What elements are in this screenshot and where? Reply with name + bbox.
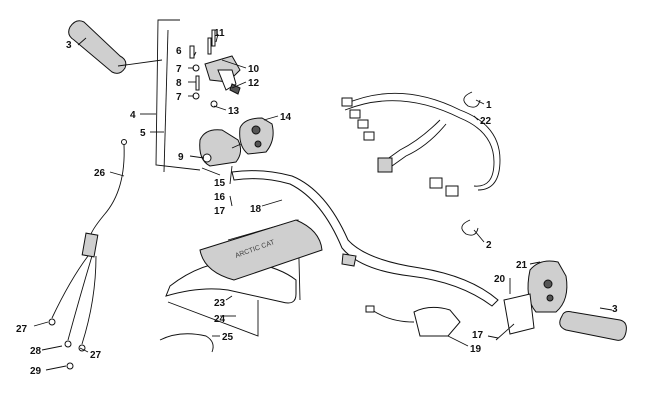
callout-24: 24 bbox=[214, 314, 226, 325]
callout-22: 22 bbox=[480, 116, 492, 127]
callout-17-left: 17 bbox=[214, 206, 226, 217]
heater-harness bbox=[48, 139, 127, 370]
callout-17-right: 17 bbox=[472, 330, 484, 341]
callout-8: 8 bbox=[176, 78, 182, 89]
left-grip bbox=[68, 20, 163, 74]
callout-3-left: 3 bbox=[66, 40, 72, 51]
throttle-housing bbox=[189, 29, 241, 108]
right-grip bbox=[559, 311, 627, 341]
callout-4: 4 bbox=[130, 110, 136, 121]
callout-29: 29 bbox=[30, 366, 42, 377]
callout-20: 20 bbox=[494, 274, 506, 285]
callout-3-right: 3 bbox=[612, 304, 618, 315]
callouts: 3 11 6 10 7 12 8 7 13 4 14 5 9 15 16 17 … bbox=[16, 28, 618, 377]
callout-23: 23 bbox=[214, 298, 226, 309]
callout-9: 9 bbox=[178, 152, 184, 163]
callout-7-upper: 7 bbox=[176, 64, 182, 75]
callout-1: 1 bbox=[486, 100, 492, 111]
callout-28: 28 bbox=[30, 346, 42, 357]
callout-18: 18 bbox=[250, 204, 262, 215]
callout-25: 25 bbox=[222, 332, 234, 343]
callout-14: 14 bbox=[280, 112, 292, 123]
callout-5: 5 bbox=[140, 128, 146, 139]
leader-lines bbox=[33, 33, 613, 371]
callout-10: 10 bbox=[248, 64, 260, 75]
retaining-clips bbox=[461, 91, 481, 236]
right-housing bbox=[365, 260, 568, 341]
callout-27-left: 27 bbox=[16, 324, 28, 335]
callout-21: 21 bbox=[516, 260, 528, 271]
callout-12: 12 bbox=[248, 78, 260, 89]
callout-2: 2 bbox=[486, 240, 492, 251]
wiring-harness bbox=[341, 92, 501, 197]
handlebar bbox=[231, 170, 499, 307]
handlebar-pad: ARCTIC CAT bbox=[165, 219, 323, 337]
callout-15: 15 bbox=[214, 178, 226, 189]
callout-27-right: 27 bbox=[90, 350, 102, 361]
strap-25 bbox=[159, 333, 214, 353]
callout-11: 11 bbox=[214, 28, 225, 39]
callout-6: 6 bbox=[176, 46, 182, 57]
switch-housing bbox=[239, 117, 274, 155]
callout-13: 13 bbox=[228, 106, 240, 117]
callout-26: 26 bbox=[94, 168, 106, 179]
bracket-lines bbox=[140, 19, 201, 173]
callout-19: 19 bbox=[470, 344, 482, 355]
callout-16: 16 bbox=[214, 192, 226, 203]
callout-7-lower: 7 bbox=[176, 92, 182, 103]
